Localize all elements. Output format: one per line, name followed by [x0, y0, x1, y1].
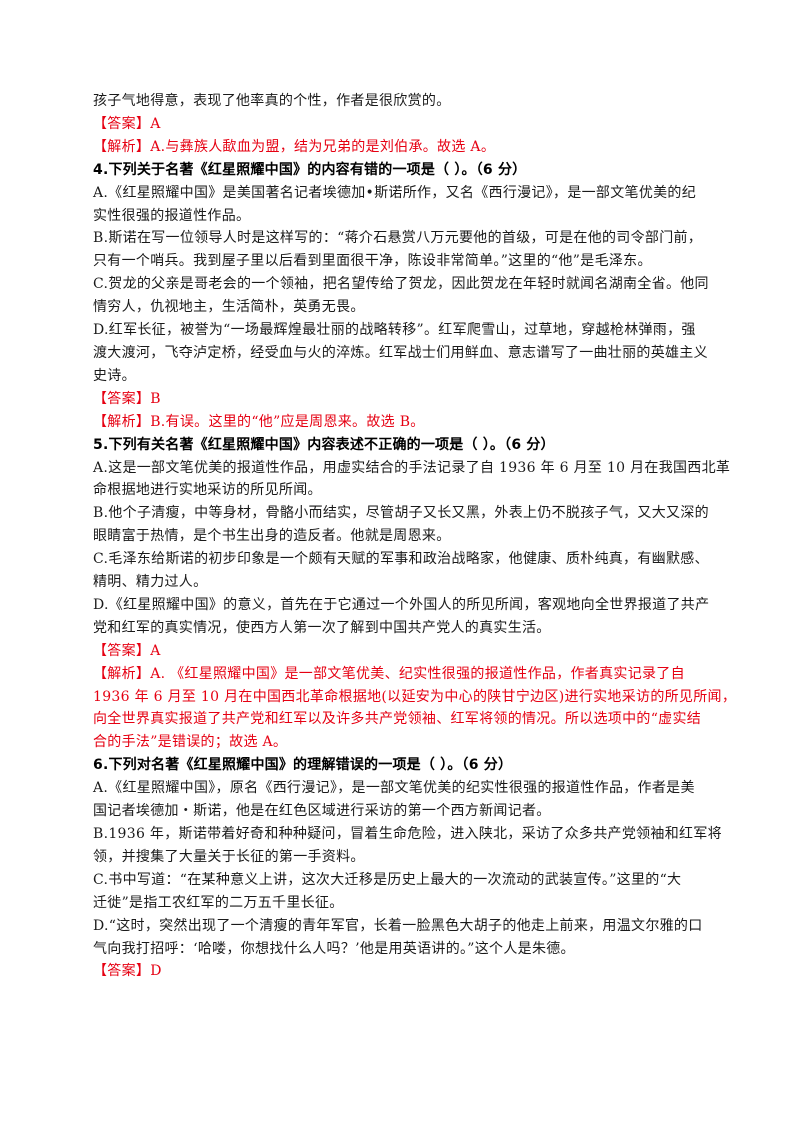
- answer-line: 【答案】D: [93, 963, 162, 980]
- document-page: 孩子气地得意，表现了他率真的个性，作者是很欣赏的。【答案】A 【解析】A.与彝族人…: [93, 90, 737, 983]
- text-line: 史诗。: [93, 367, 136, 384]
- text-line: B.斯诺在写一位领导人时是这样写的：“蒋介石悬赏八万元要他的首级，可是在他的司令…: [93, 230, 703, 247]
- question-heading: 6.下列对名著《红星照耀中国》的理解错误的一项是（ ）。（6 分）: [93, 757, 513, 774]
- text-line: A.这是一部文笔优美的报道性作品，用虚实结合的手法记录了自 1936 年 6 月…: [93, 459, 731, 476]
- analysis-line: 合的手法”是错误的；故选 A。: [93, 734, 288, 751]
- answer-line: 【答案】A: [93, 642, 161, 659]
- text-line: 孩子气地得意，表现了他率真的个性，作者是很欣赏的。: [93, 93, 451, 109]
- answer-line: 【答案】A: [93, 115, 161, 132]
- analysis-line: 1936 年 6 月至 10 月在中国西北革命根据地(以延安为中心的陕甘宁边区)…: [93, 688, 737, 705]
- text-line: C.贺龙的父亲是哥老会的一个领袖，把名望传给了贺龙，因此贺龙在年轻时就闻名湖南全…: [93, 276, 709, 293]
- answer-line: 【答案】B: [93, 390, 161, 407]
- text-line: 国记者埃德加・斯诺，他是在红色区域进行采访的第一个西方新闻记者。: [93, 803, 551, 820]
- text-line: D.红军长征，被誉为“一场最辉煌最壮丽的战略转移”。红军爬雪山，过草地，穿越枪林…: [93, 322, 696, 339]
- text-line: 迁徙”是指工农红军的二万五千里长征。: [93, 894, 344, 911]
- text-line: A.《红星照耀中国》，原名《西行漫记》，是一部文笔优美的纪实性很强的报道性作品，…: [93, 780, 695, 797]
- text-line: 只有一个哨兵。我到屋子里以后看到里面很干净，陈设非常简单。”这里的“他”是毛泽东…: [93, 253, 652, 270]
- analysis-line: 【解析】A.与彝族人歃血为盟，结为兄弟的是刘伯承。故选 A。: [93, 138, 496, 155]
- text-line: 精明、精力过人。: [93, 574, 208, 591]
- analysis-line: 【解析】B.有误。这里的“他”应是周恩来。故选 B。: [93, 413, 425, 430]
- text-line: C.书中写道：“在某种意义上讲，这次大迁移是历史上最大的一次流动的武装宣传。”这…: [93, 871, 682, 888]
- text-line: 渡大渡河，飞夺泸定桥，经受血与火的淬炼。红军战士们用鲜血、意志谱写了一曲壮丽的英…: [93, 344, 708, 361]
- analysis-line: 向全世界真实报道了共产党和红军以及许多共产党领袖、红军将领的情况。所以选项中的“…: [93, 711, 702, 728]
- text-line: 气向我打招呼：‘哈喽，你想找什么人吗？’他是用英语讲的。”这个人是朱德。: [93, 940, 575, 957]
- text-line: 领，并搜集了大量关于长征的第一手资料。: [93, 848, 365, 865]
- text-line: C.毛泽东给斯诺的初步印象是一个颇有天赋的军事和政治战略家，他健康、质朴纯真，有…: [93, 551, 709, 568]
- text-line: D.《红星照耀中国》的意义，首先在于它通过一个外国人的所见所闻，客观地向全世界报…: [93, 596, 710, 613]
- text-line: B.他个子清瘦，中等身材，骨骼小而结实，尽管胡子又长又黑，外表上仍不脱孩子气，又…: [93, 505, 709, 522]
- text-line: D.“这时，突然出现了一个清瘦的青年军官，长着一脸黑色大胡子的他走上前来，用温文…: [93, 917, 703, 934]
- question-heading: 5.下列有关名著《红星照耀中国》内容表述不正确的一项是（ ）。（6 分）: [93, 436, 555, 453]
- text-line: 命根据地进行实地采访的所见所闻。: [93, 482, 322, 499]
- text-line: 情穷人，仇视地主，生活简朴，英勇无畏。: [93, 299, 365, 316]
- text-line: 眼睛富于热情，是个书生出身的造反者。他就是周恩来。: [93, 528, 451, 545]
- text-line: 实性很强的报道性作品。: [93, 207, 251, 224]
- question-heading: 4.下列关于名著《红星照耀中国》的内容有错的一项是（ ）。（6 分）: [93, 161, 527, 178]
- analysis-line: 【解析】A. 《红星照耀中国》是一部文笔优美、纪实性很强的报道性作品，作者真实记…: [93, 665, 685, 682]
- text-line: 党和红军的真实情况，使西方人第一次了解到中国共产党人的真实生活。: [93, 619, 551, 636]
- text-line: A.《红星照耀中国》是美国著名记者埃德加•斯诺所作，又名《西行漫记》，是一部文笔…: [93, 184, 697, 201]
- text-line: B.1936 年，斯诺带着好奇和种种疑问，冒着生命危险，进入陕北，采访了众多共产…: [93, 826, 722, 842]
